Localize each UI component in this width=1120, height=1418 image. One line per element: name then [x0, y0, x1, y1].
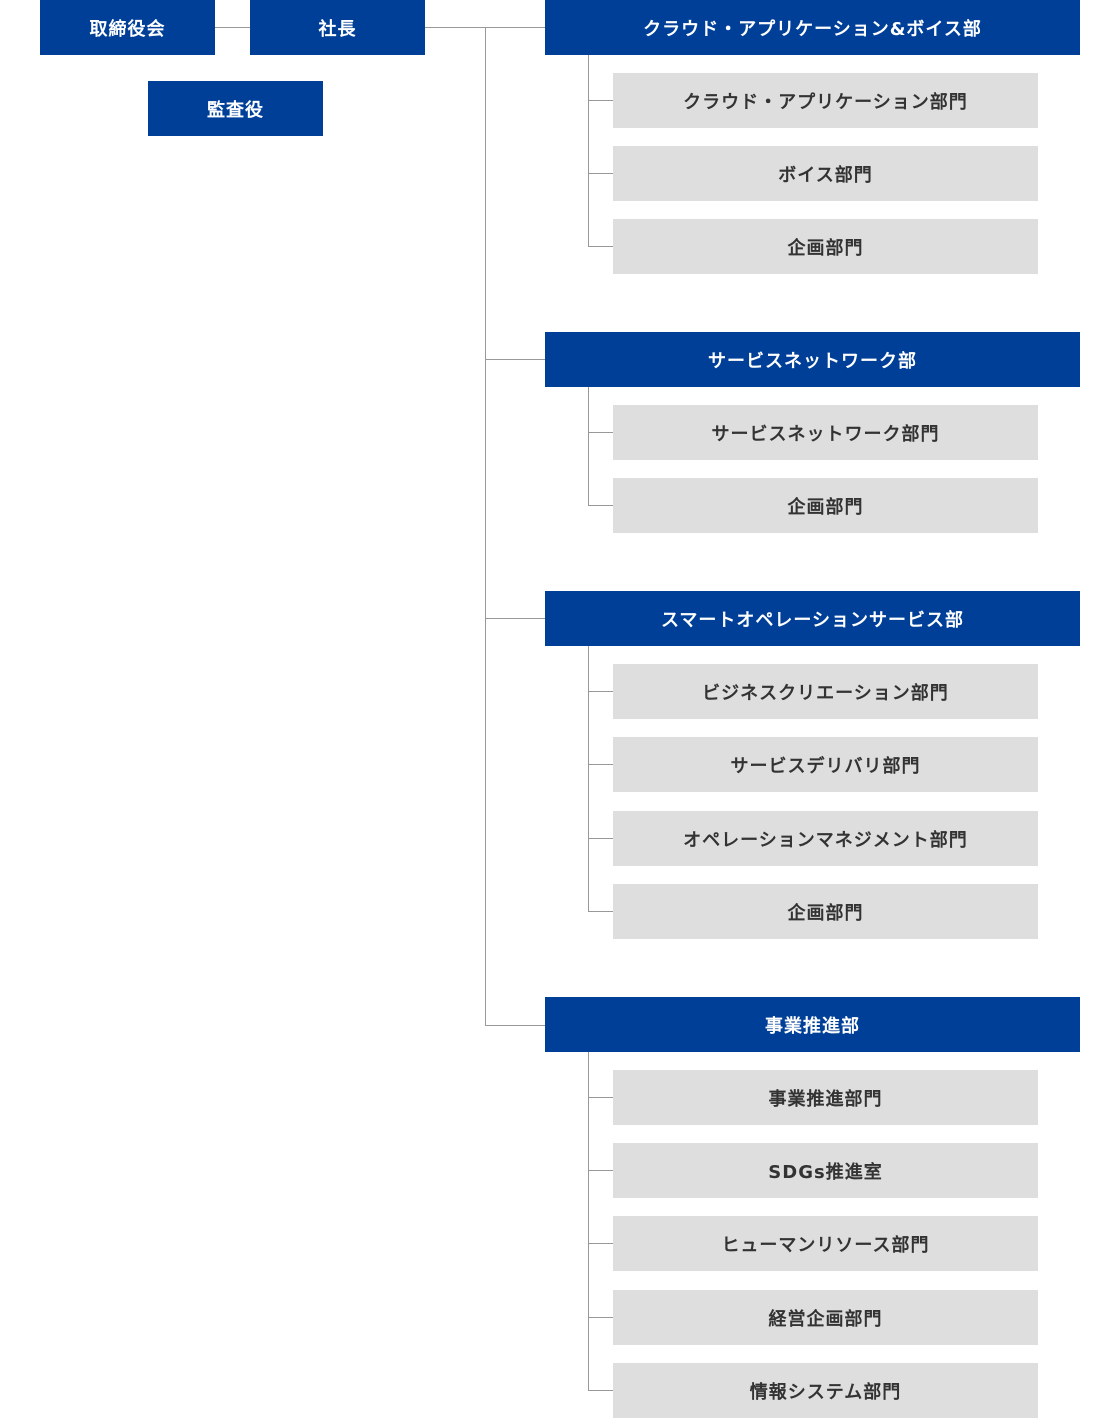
division-header: 事業推進部 — [545, 997, 1080, 1052]
unit-connector — [588, 505, 613, 506]
unit-box: 企画部門 — [613, 219, 1038, 274]
unit-box: ビジネスクリエーション部門 — [613, 664, 1038, 719]
unit-box: 情報システム部門 — [613, 1363, 1038, 1418]
division-branch — [588, 55, 589, 247]
unit-box: ヒューマンリソース部門 — [613, 1216, 1038, 1271]
unit-connector — [588, 173, 613, 174]
unit-box: オペレーションマネジメント部門 — [613, 811, 1038, 866]
unit-connector — [588, 1390, 613, 1391]
connector-division-2 — [485, 359, 545, 360]
division-branch — [588, 387, 589, 506]
unit-connector — [588, 838, 613, 839]
connector-division-4 — [485, 1025, 545, 1026]
unit-connector — [588, 1243, 613, 1244]
unit-connector — [588, 911, 613, 912]
board-of-directors-box: 取締役会 — [40, 0, 215, 55]
unit-box: 企画部門 — [613, 478, 1038, 533]
unit-box: 事業推進部門 — [613, 1070, 1038, 1125]
unit-box: SDGs推進室 — [613, 1143, 1038, 1198]
unit-connector — [588, 1097, 613, 1098]
unit-box: 経営企画部門 — [613, 1290, 1038, 1345]
unit-box: ボイス部門 — [613, 146, 1038, 201]
unit-box: 企画部門 — [613, 884, 1038, 939]
unit-box: サービスネットワーク部門 — [613, 405, 1038, 460]
unit-box: サービスデリバリ部門 — [613, 737, 1038, 792]
unit-connector — [588, 764, 613, 765]
division-branch — [588, 1052, 589, 1391]
unit-connector — [588, 432, 613, 433]
unit-connector — [588, 246, 613, 247]
division-header: クラウド・アプリケーション&ボイス部 — [545, 0, 1080, 55]
division-header: サービスネットワーク部 — [545, 332, 1080, 387]
connector-board-president — [215, 27, 250, 28]
connector-trunk — [485, 27, 486, 1026]
connector-division-3 — [485, 618, 545, 619]
unit-connector — [588, 100, 613, 101]
division-header: スマートオペレーションサービス部 — [545, 591, 1080, 646]
auditor-box: 監査役 — [148, 81, 323, 136]
unit-connector — [588, 1317, 613, 1318]
unit-connector — [588, 691, 613, 692]
president-box: 社長 — [250, 0, 425, 55]
division-branch — [588, 646, 589, 912]
unit-connector — [588, 1170, 613, 1171]
unit-box: クラウド・アプリケーション部門 — [613, 73, 1038, 128]
